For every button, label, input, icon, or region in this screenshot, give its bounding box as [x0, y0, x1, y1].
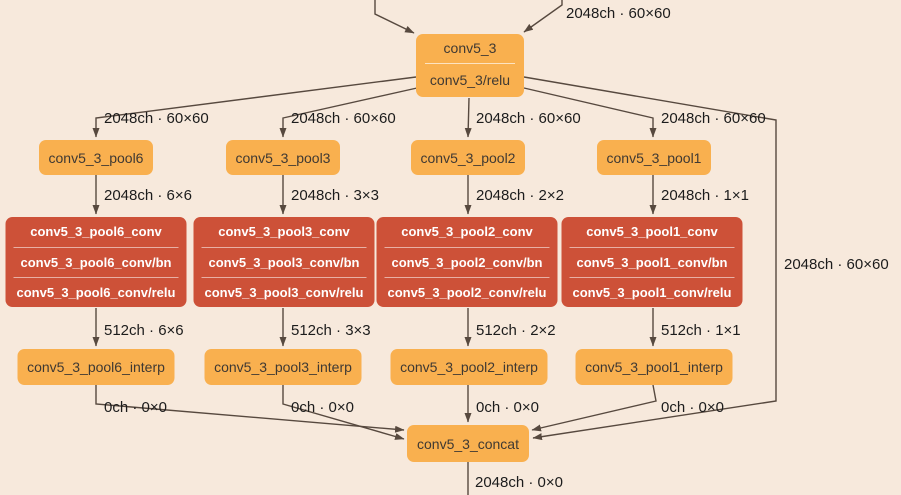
- edge-top-left-in: [374, 0, 415, 34]
- red-row-bn: conv5_3_pool3_conv/bn: [201, 247, 367, 277]
- red-row-conv: conv5_3_pool1_conv: [586, 224, 718, 239]
- node-conv5_3_pool6_interp[interactable]: conv5_3_pool6_interp: [17, 349, 175, 385]
- node-conv5_3-name: conv5_3: [443, 40, 497, 56]
- node-conv5_3_pool2_interp[interactable]: conv5_3_pool2_interp: [390, 349, 548, 385]
- edge-label-pool1-out: 2048ch · 1×1: [661, 187, 749, 204]
- edge-label-top-in: 2048ch · 60×60: [566, 5, 671, 22]
- edge-label-pool6-interp-out: 0ch · 0×0: [104, 399, 167, 416]
- red-row-conv: conv5_3_pool3_conv: [218, 224, 350, 239]
- node-conv5_3_concat[interactable]: conv5_3_concat: [407, 425, 529, 462]
- edge-conv5_3-to-pool3: [279, 87, 418, 138]
- node-conv5_3_pool1_conv-block[interactable]: conv5_3_pool1_conv conv5_3_pool1_conv/bn…: [561, 217, 743, 307]
- red-row-bn: conv5_3_pool1_conv/bn: [569, 247, 735, 277]
- edge-label-pool1-interp-out: 0ch · 0×0: [661, 399, 724, 416]
- node-conv5_3_pool3_interp[interactable]: conv5_3_pool3_interp: [204, 349, 362, 385]
- edge-label-pool6-out: 2048ch · 6×6: [104, 187, 192, 204]
- node-conv5_3_pool6[interactable]: conv5_3_pool6: [39, 140, 153, 175]
- edge-interp3-to-concat: [282, 385, 405, 440]
- edge-conv5_3-to-pool1: [523, 87, 657, 138]
- edge-conv5_3-to-pool6: [92, 76, 417, 138]
- edge-interp1-to-concat: [531, 384, 657, 432]
- edge-label-pool1-conv-out: 512ch · 1×1: [661, 322, 741, 339]
- edge-label-pool2-conv-out: 512ch · 2×2: [476, 322, 556, 339]
- red-row-relu: conv5_3_pool2_conv/relu: [384, 277, 550, 307]
- edge-label-pool2-in: 2048ch · 60×60: [476, 110, 581, 127]
- red-row-bn: conv5_3_pool2_conv/bn: [384, 247, 550, 277]
- edge-label-pool1-in: 2048ch · 60×60: [661, 110, 766, 127]
- edge-interp6-to-concat: [95, 385, 405, 433]
- edge-label-skip: 2048ch · 60×60: [784, 256, 889, 273]
- red-row-relu: conv5_3_pool3_conv/relu: [201, 277, 367, 307]
- edge-label-pool3-out: 2048ch · 3×3: [291, 187, 379, 204]
- node-conv5_3_pool2_conv-block[interactable]: conv5_3_pool2_conv conv5_3_pool2_conv/bn…: [376, 217, 558, 307]
- node-conv5_3_pool1_interp[interactable]: conv5_3_pool1_interp: [575, 349, 733, 385]
- node-conv5_3_pool6_conv-block[interactable]: conv5_3_pool6_conv conv5_3_pool6_conv/bn…: [5, 217, 187, 307]
- edge-conv5_3-to-pool2: [464, 97, 472, 138]
- red-row-conv: conv5_3_pool6_conv: [30, 224, 162, 239]
- edge-label-pool6-conv-out: 512ch · 6×6: [104, 322, 184, 339]
- red-row-bn: conv5_3_pool6_conv/bn: [13, 247, 179, 277]
- edge-label-pool3-interp-out: 0ch · 0×0: [291, 399, 354, 416]
- edge-label-pool2-out: 2048ch · 2×2: [476, 187, 564, 204]
- node-conv5_3_pool2[interactable]: conv5_3_pool2: [411, 140, 525, 175]
- edge-label-pool3-in: 2048ch · 60×60: [291, 110, 396, 127]
- red-row-relu: conv5_3_pool1_conv/relu: [569, 277, 735, 307]
- edge-label-concat-out: 2048ch · 0×0: [475, 474, 563, 491]
- node-conv5_3-relu: conv5_3/relu: [425, 63, 515, 97]
- edge-top-right-in: [523, 0, 563, 33]
- edge-label-pool2-interp-out: 0ch · 0×0: [476, 399, 539, 416]
- node-conv5_3[interactable]: conv5_3 conv5_3/relu: [416, 34, 524, 97]
- red-row-relu: conv5_3_pool6_conv/relu: [13, 277, 179, 307]
- edge-label-pool6-in: 2048ch · 60×60: [104, 110, 209, 127]
- node-conv5_3_pool1[interactable]: conv5_3_pool1: [597, 140, 711, 175]
- node-conv5_3_pool3_conv-block[interactable]: conv5_3_pool3_conv conv5_3_pool3_conv/bn…: [193, 217, 375, 307]
- red-row-conv: conv5_3_pool2_conv: [401, 224, 533, 239]
- node-conv5_3_pool3[interactable]: conv5_3_pool3: [226, 140, 340, 175]
- edge-label-pool3-conv-out: 512ch · 3×3: [291, 322, 371, 339]
- edge-conv5_3-skip-to-concat: [523, 76, 777, 441]
